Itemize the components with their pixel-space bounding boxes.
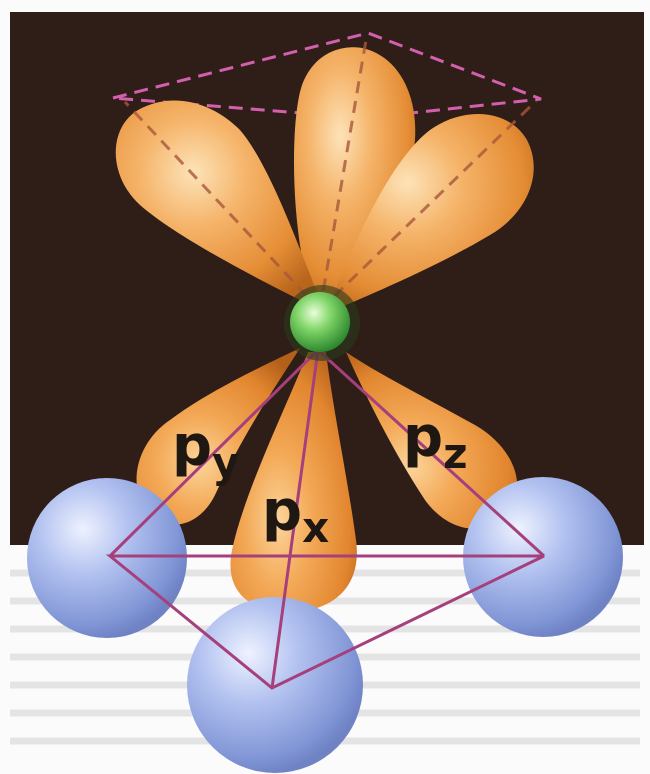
central-atom-core	[290, 292, 350, 352]
